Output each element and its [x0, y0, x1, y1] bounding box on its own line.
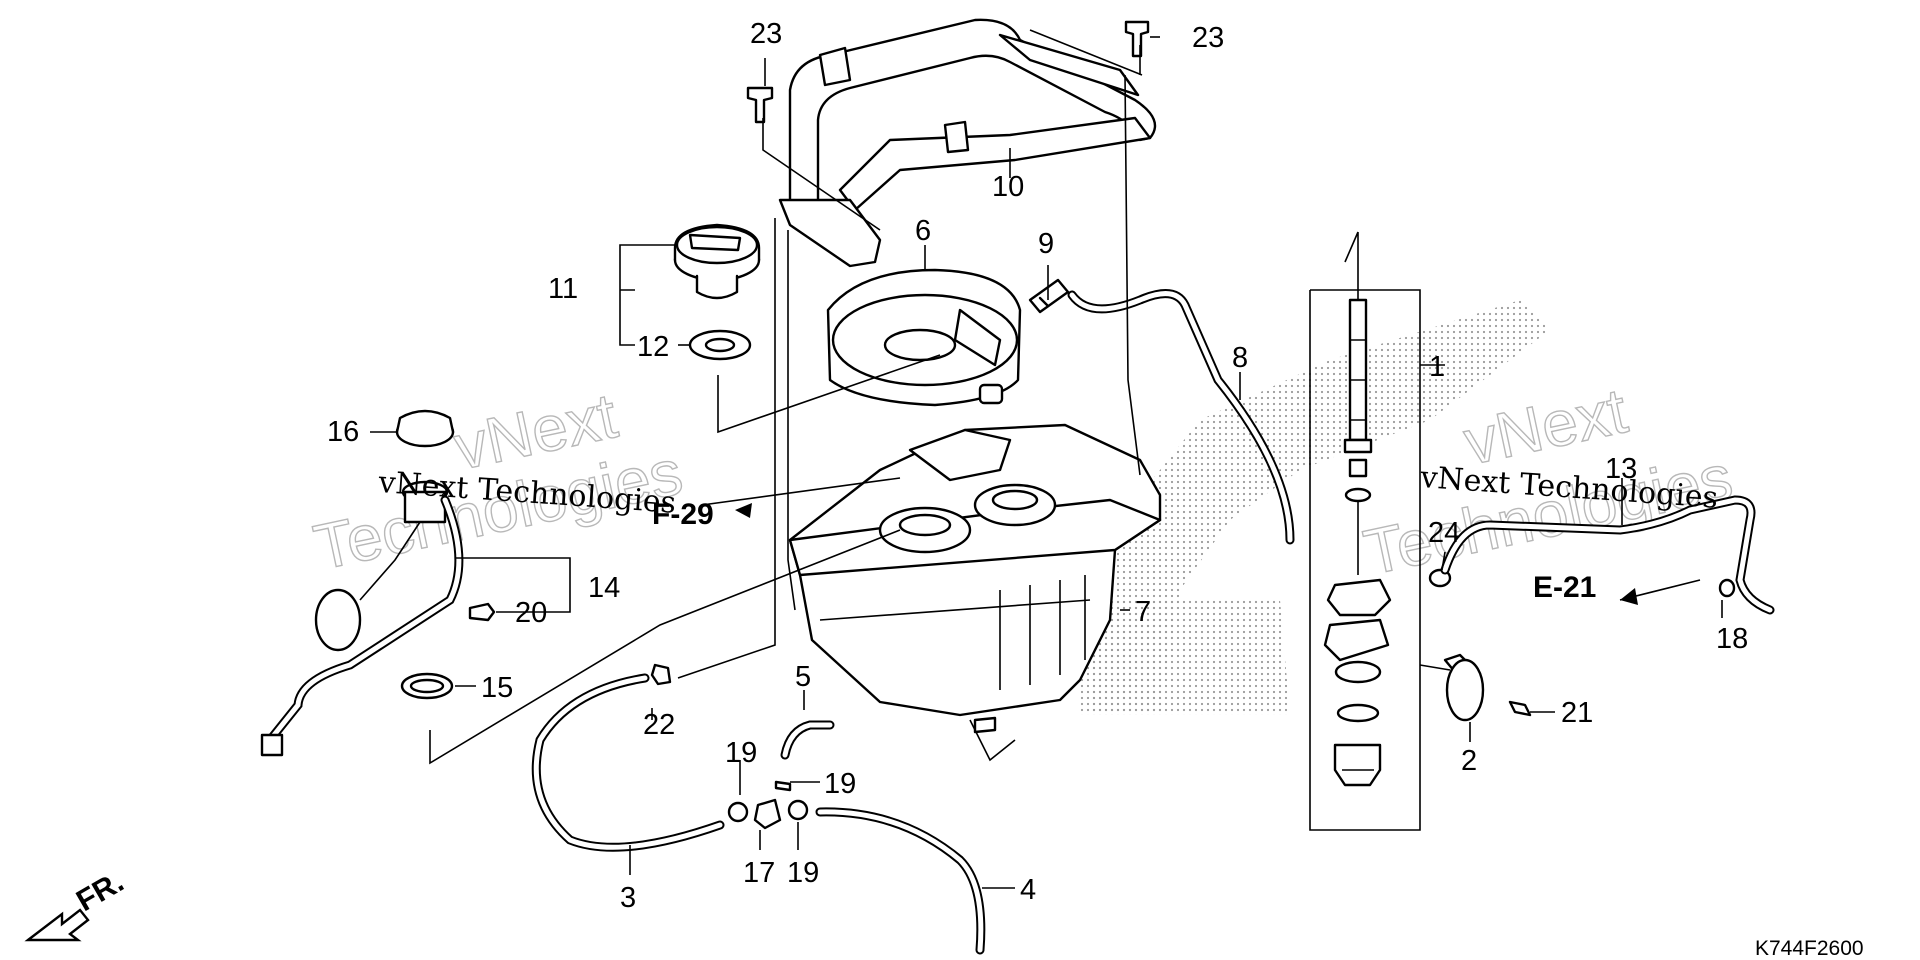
callout-24: 24 [1428, 517, 1460, 549]
callout-7: 7 [1135, 596, 1151, 628]
part-23-bolts [746, 20, 1150, 124]
part-5-tube [780, 720, 835, 760]
part-3-tube [531, 673, 725, 852]
callout-1: 1 [1429, 351, 1445, 383]
part-2-plate [1419, 653, 1485, 722]
callout-6: 6 [915, 215, 931, 247]
part-9-joint [1028, 278, 1070, 314]
part-21-screw [1508, 700, 1532, 717]
ref-e21: E-21 [1533, 571, 1596, 604]
callout-21: 21 [1561, 697, 1593, 729]
callout-3: 3 [620, 882, 636, 914]
ref-arrows [735, 503, 1638, 605]
callout-15: 15 [481, 672, 513, 704]
callout-12: 12 [637, 331, 669, 363]
callout-11: 11 [548, 273, 578, 305]
part-8-breather-tube [1067, 289, 1295, 545]
part-7-fuel-tank [788, 423, 1162, 734]
part-6-tank-cover [826, 268, 1022, 407]
callout-17: 17 [743, 857, 775, 889]
callout-14: 14 [588, 572, 620, 604]
part-17-joint [753, 798, 782, 830]
part-10-bracket [778, 18, 1157, 268]
callout-18: 18 [1716, 623, 1748, 655]
callout-19c: 19 [787, 857, 819, 889]
front-arrow-icon [24, 908, 90, 942]
callout-5: 5 [795, 661, 811, 693]
callout-2: 2 [1461, 745, 1477, 777]
ref-f29: F-29 [652, 498, 714, 531]
part-4-tube [815, 807, 986, 955]
callout-10: 10 [992, 171, 1024, 203]
callout-22: 22 [643, 709, 675, 741]
front-direction-marker: FR. [24, 865, 129, 942]
part-15-packing [400, 672, 454, 700]
callout-23a: 23 [750, 18, 782, 50]
leader-lines [370, 29, 1723, 889]
figure-code: K744F2600 [1755, 937, 1864, 960]
callout-19b: 19 [824, 768, 856, 800]
part-22-clip [650, 663, 672, 686]
callout-19a: 19 [725, 737, 757, 769]
callout-9: 9 [1038, 228, 1054, 260]
callout-4: 4 [1020, 874, 1036, 906]
callout-23b: 23 [1192, 22, 1224, 54]
callout-13: 13 [1605, 453, 1637, 485]
callout-labels: 1 2 3 4 5 6 7 8 9 10 11 12 13 14 15 16 1… [327, 18, 1748, 914]
part-12-seal [688, 329, 752, 361]
callout-8: 8 [1232, 342, 1248, 374]
part-14-fuel-pump [260, 480, 464, 757]
background-wing-logo [1080, 300, 1550, 715]
part-11-fuel-cap [673, 223, 761, 300]
part-1-fuel-cock [1323, 298, 1392, 787]
part-18-clip [1718, 578, 1736, 598]
callout-16: 16 [327, 416, 359, 448]
part-19-clips [727, 780, 809, 823]
part-16-retainer [395, 409, 455, 448]
part-13-tube [1440, 495, 1775, 615]
part-20-bolt [468, 602, 496, 622]
callout-20: 20 [515, 597, 547, 629]
